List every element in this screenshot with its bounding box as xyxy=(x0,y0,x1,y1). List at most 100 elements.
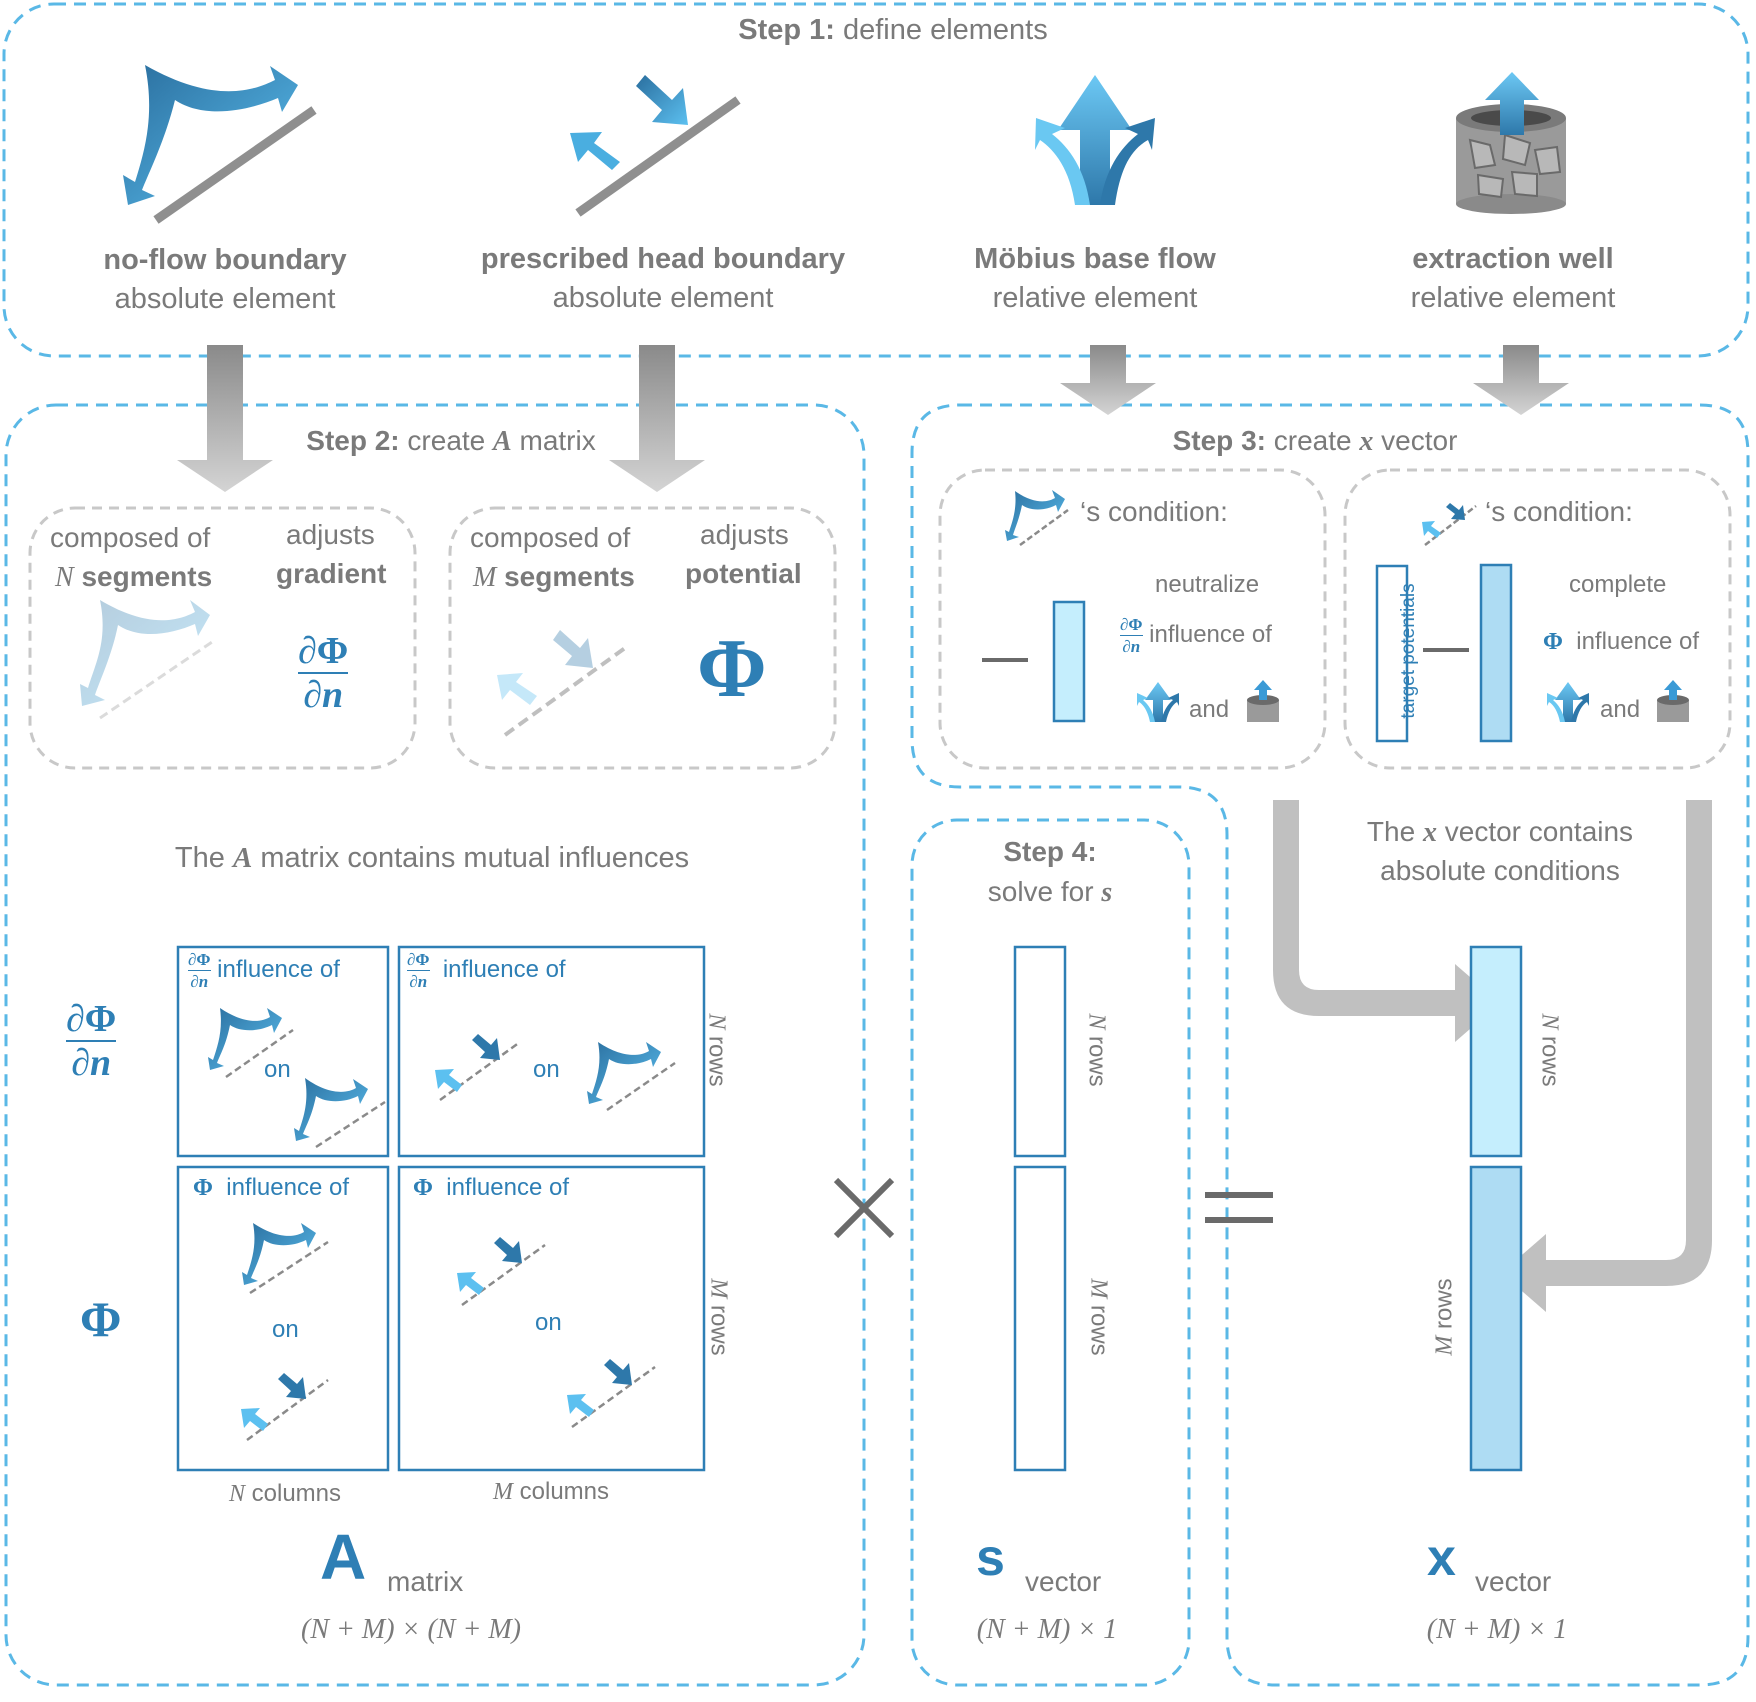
right-box-adjusts: adjusts xyxy=(700,519,789,550)
step2-panel xyxy=(4,403,866,1687)
element-name-prescribed-head: prescribed head boundary xyxy=(480,243,846,275)
step1-title-bold: Step 1: xyxy=(738,14,835,46)
cell11-header: ∂Φ∂n influence of xyxy=(188,950,340,991)
step2-title-bold: Step 2: xyxy=(306,425,400,456)
faded-prescribed-head-icon xyxy=(497,630,627,737)
step3-left-mobius-icon xyxy=(1137,682,1179,722)
x-m-rows-label: M rows xyxy=(1430,1278,1458,1356)
extraction-well-icon xyxy=(1456,72,1566,214)
m-columns-label: M columns xyxy=(492,1478,610,1505)
cell21-on: on xyxy=(272,1316,299,1343)
matrix-cell-22 xyxy=(397,1165,706,1472)
right-box-quantity: potential xyxy=(685,558,802,589)
down-arrow-3 xyxy=(1060,345,1156,415)
step2-title-post: matrix xyxy=(511,425,596,456)
right-condition-label: ‘s condition: xyxy=(1485,496,1633,527)
step2-title-var: A xyxy=(493,426,512,457)
s-vector-dims: (N + M) × 1 xyxy=(976,1614,1118,1645)
x-vector-caption-line2: absolute conditions xyxy=(1380,855,1620,886)
step1-down-arrows xyxy=(177,345,1569,492)
n-columns-label: N columns xyxy=(228,1480,342,1507)
cell22-on: on xyxy=(535,1309,562,1336)
a-matrix-letter: A xyxy=(320,1521,367,1593)
cell22-target-icon xyxy=(567,1359,656,1429)
x-vector-caption-line1: The x vector contains xyxy=(1366,816,1634,848)
step3-bars xyxy=(982,563,1513,743)
row-label-potential: Φ xyxy=(80,1291,122,1347)
step3-title: Step 3: create x vector xyxy=(1172,425,1458,457)
step2-title-pre: create xyxy=(399,425,494,456)
x-vector-bottom xyxy=(1469,1165,1523,1472)
right-box-composed: composed of xyxy=(470,522,631,553)
left-box-segments: N segments xyxy=(55,561,213,593)
cell21-target-icon xyxy=(241,1373,329,1442)
element-name-no-flow: no-flow boundary xyxy=(103,244,347,276)
right-and: and xyxy=(1600,696,1641,723)
equals-operator xyxy=(1205,1192,1273,1223)
left-box-gradient-symbol: ∂Φ∂n xyxy=(298,630,349,716)
row-label-gradient: ∂Φ∂n xyxy=(66,998,117,1084)
cell22-header: Φ influence of xyxy=(413,1174,570,1201)
element-type-no-flow: absolute element xyxy=(114,283,336,315)
x-vector-word: vector xyxy=(1475,1566,1552,1597)
right-complete: complete xyxy=(1569,571,1667,598)
left-neutralize: neutralize xyxy=(1155,571,1260,598)
cell11-target-icon xyxy=(294,1078,386,1149)
s-vector-bars xyxy=(1013,945,1067,1472)
cell12-header: ∂Φ∂n influence of xyxy=(407,950,566,991)
prescribed-head-boundary-icon xyxy=(570,75,741,217)
step3-right-box xyxy=(1343,468,1732,770)
step1-panel xyxy=(2,2,1750,358)
right-box-potential-symbol: Φ xyxy=(697,622,767,715)
cell12-target-icon xyxy=(587,1042,676,1112)
cell21-header: Φ influence of xyxy=(193,1174,350,1201)
down-arrow-1 xyxy=(177,345,273,492)
left-box-composed: composed of xyxy=(50,522,211,553)
step3-right-mobius-icon xyxy=(1547,682,1589,722)
a-m-rows-label: M rows xyxy=(705,1278,733,1356)
target-potentials-label: target potentials xyxy=(1398,583,1419,719)
condition-bar-left xyxy=(1052,600,1086,723)
inner-boxes xyxy=(28,468,1732,770)
step3-left-box xyxy=(938,468,1327,770)
target-potentials-box xyxy=(1375,564,1409,743)
step1-title-rest: define elements xyxy=(834,14,1048,46)
step2-title: Step 2: create A matrix xyxy=(306,425,595,458)
step2-left-box xyxy=(28,506,417,770)
s-vector-bottom xyxy=(1013,1165,1067,1472)
left-and: and xyxy=(1189,696,1230,723)
element-type-prescribed-head: absolute element xyxy=(552,282,774,314)
a-matrix-caption: The A matrix contains mutual influences xyxy=(174,842,690,874)
left-influence-line: ∂Φ∂n influence of xyxy=(1120,615,1272,656)
condition-bar-right xyxy=(1479,563,1513,743)
a-matrix-word: matrix xyxy=(387,1566,464,1597)
cell22-source-icon xyxy=(457,1237,546,1307)
mobius-base-flow-icon xyxy=(1035,75,1155,205)
step3-prescribed-head-icon xyxy=(1422,503,1477,546)
element-type-mobius: relative element xyxy=(992,282,1198,314)
cell11-on: on xyxy=(264,1056,291,1083)
matrix-grid xyxy=(176,945,706,1472)
right-influence-line: Φ influence of xyxy=(1543,628,1700,655)
step3-right-well-icon xyxy=(1657,680,1689,722)
step3-panel xyxy=(910,403,1750,1687)
x-vector-top xyxy=(1469,945,1523,1158)
step3-left-well-icon xyxy=(1247,680,1279,722)
left-box-quantity: gradient xyxy=(276,558,387,589)
a-n-rows-label: N rows xyxy=(703,1013,731,1087)
a-matrix-dims: (N + M) × (N + M) xyxy=(301,1614,521,1645)
faded-no-flow-icon xyxy=(80,600,216,720)
x-vector-letter: x xyxy=(1427,1529,1456,1587)
step4-subtitle: solve for s xyxy=(987,876,1113,908)
step3-no-flow-icon xyxy=(1005,490,1069,547)
no-flow-boundary-icon xyxy=(123,65,317,224)
left-condition-label: ‘s condition: xyxy=(1080,496,1228,527)
x-n-rows-label: N rows xyxy=(1536,1013,1564,1087)
element-type-well: relative element xyxy=(1410,282,1616,314)
s-vector-word: vector xyxy=(1025,1566,1102,1597)
s-n-rows-label: N rows xyxy=(1083,1013,1111,1087)
cell11-source-icon xyxy=(208,1008,294,1079)
cell12-on: on xyxy=(533,1056,560,1083)
step4-title: Step 4: xyxy=(1003,836,1097,867)
